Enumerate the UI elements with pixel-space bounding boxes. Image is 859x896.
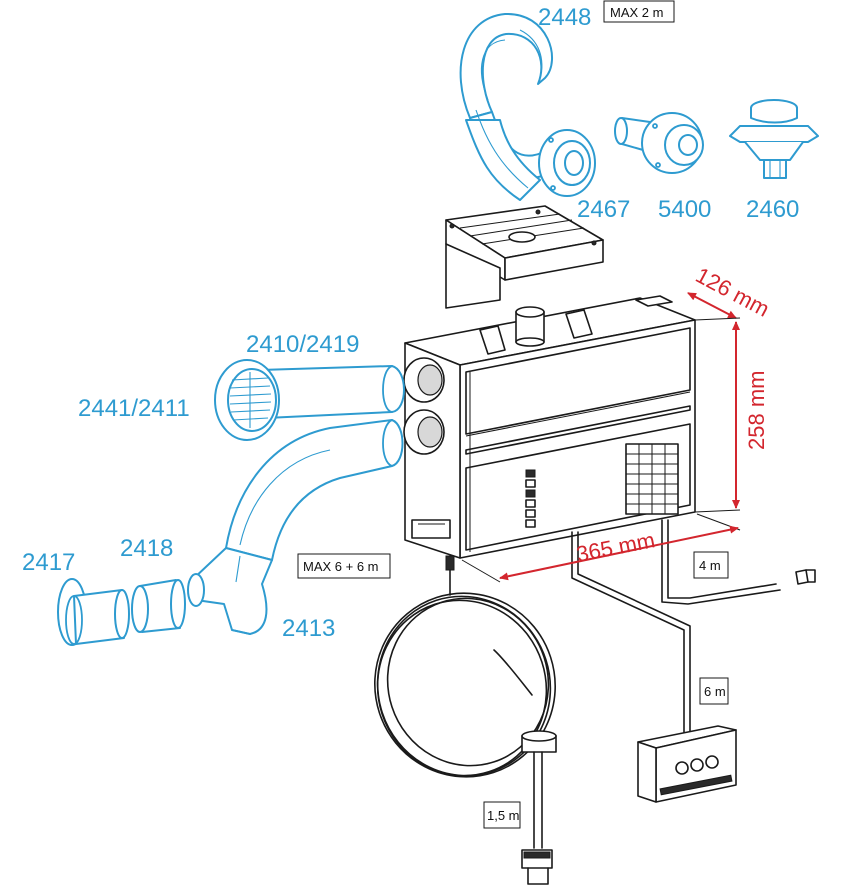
air-duct-2410 bbox=[259, 365, 405, 419]
label-max-2m: MAX 2 m bbox=[610, 5, 663, 20]
label-2413: 2413 bbox=[282, 615, 335, 642]
max-2m-box bbox=[603, 0, 675, 23]
label-max-6-6m: MAX 6 + 6 m bbox=[303, 559, 379, 574]
max-6-6m-box bbox=[297, 553, 391, 579]
dimension-height: 258 mm bbox=[744, 371, 769, 450]
cable-4m bbox=[661, 519, 816, 605]
label-4m: 4 m bbox=[699, 558, 721, 573]
length-6m-box bbox=[699, 677, 729, 705]
dimension-lines bbox=[461, 292, 741, 583]
label-2417: 2417 bbox=[22, 549, 75, 576]
fuel-line-coil bbox=[374, 592, 556, 778]
outlet-2417 bbox=[57, 578, 130, 646]
fuel-pickup bbox=[521, 730, 557, 885]
connector-2418 bbox=[131, 579, 186, 633]
label-2448: 2448 bbox=[538, 4, 591, 31]
y-piece-2413 bbox=[187, 547, 273, 635]
indicator-column-left bbox=[525, 469, 536, 528]
terminal-cap-2460 bbox=[729, 99, 819, 179]
grille-2441 bbox=[214, 359, 280, 441]
label-6m: 6 m bbox=[704, 684, 726, 699]
label-2410-2419: 2410/2419 bbox=[246, 331, 359, 358]
label-2467: 2467 bbox=[577, 196, 630, 223]
length-15m-box bbox=[483, 801, 521, 829]
heater-unit bbox=[403, 295, 696, 596]
label-grid-right bbox=[625, 443, 679, 515]
flange-5400 bbox=[614, 112, 704, 174]
control-panel bbox=[637, 725, 737, 803]
exhaust-hose-2448 bbox=[459, 12, 557, 201]
label-2460: 2460 bbox=[746, 196, 799, 223]
label-5400: 5400 bbox=[658, 196, 711, 223]
label-2418: 2418 bbox=[120, 535, 173, 562]
label-2441-2411: 2441/2411 bbox=[78, 395, 190, 422]
length-4m-box bbox=[693, 551, 729, 579]
label-1-5m: 1,5 m bbox=[487, 808, 520, 823]
dimension-depth: 126 mm bbox=[692, 262, 774, 321]
mounting-bracket bbox=[445, 205, 604, 309]
flange-2467 bbox=[538, 129, 596, 197]
air-duct-curved bbox=[225, 419, 404, 561]
